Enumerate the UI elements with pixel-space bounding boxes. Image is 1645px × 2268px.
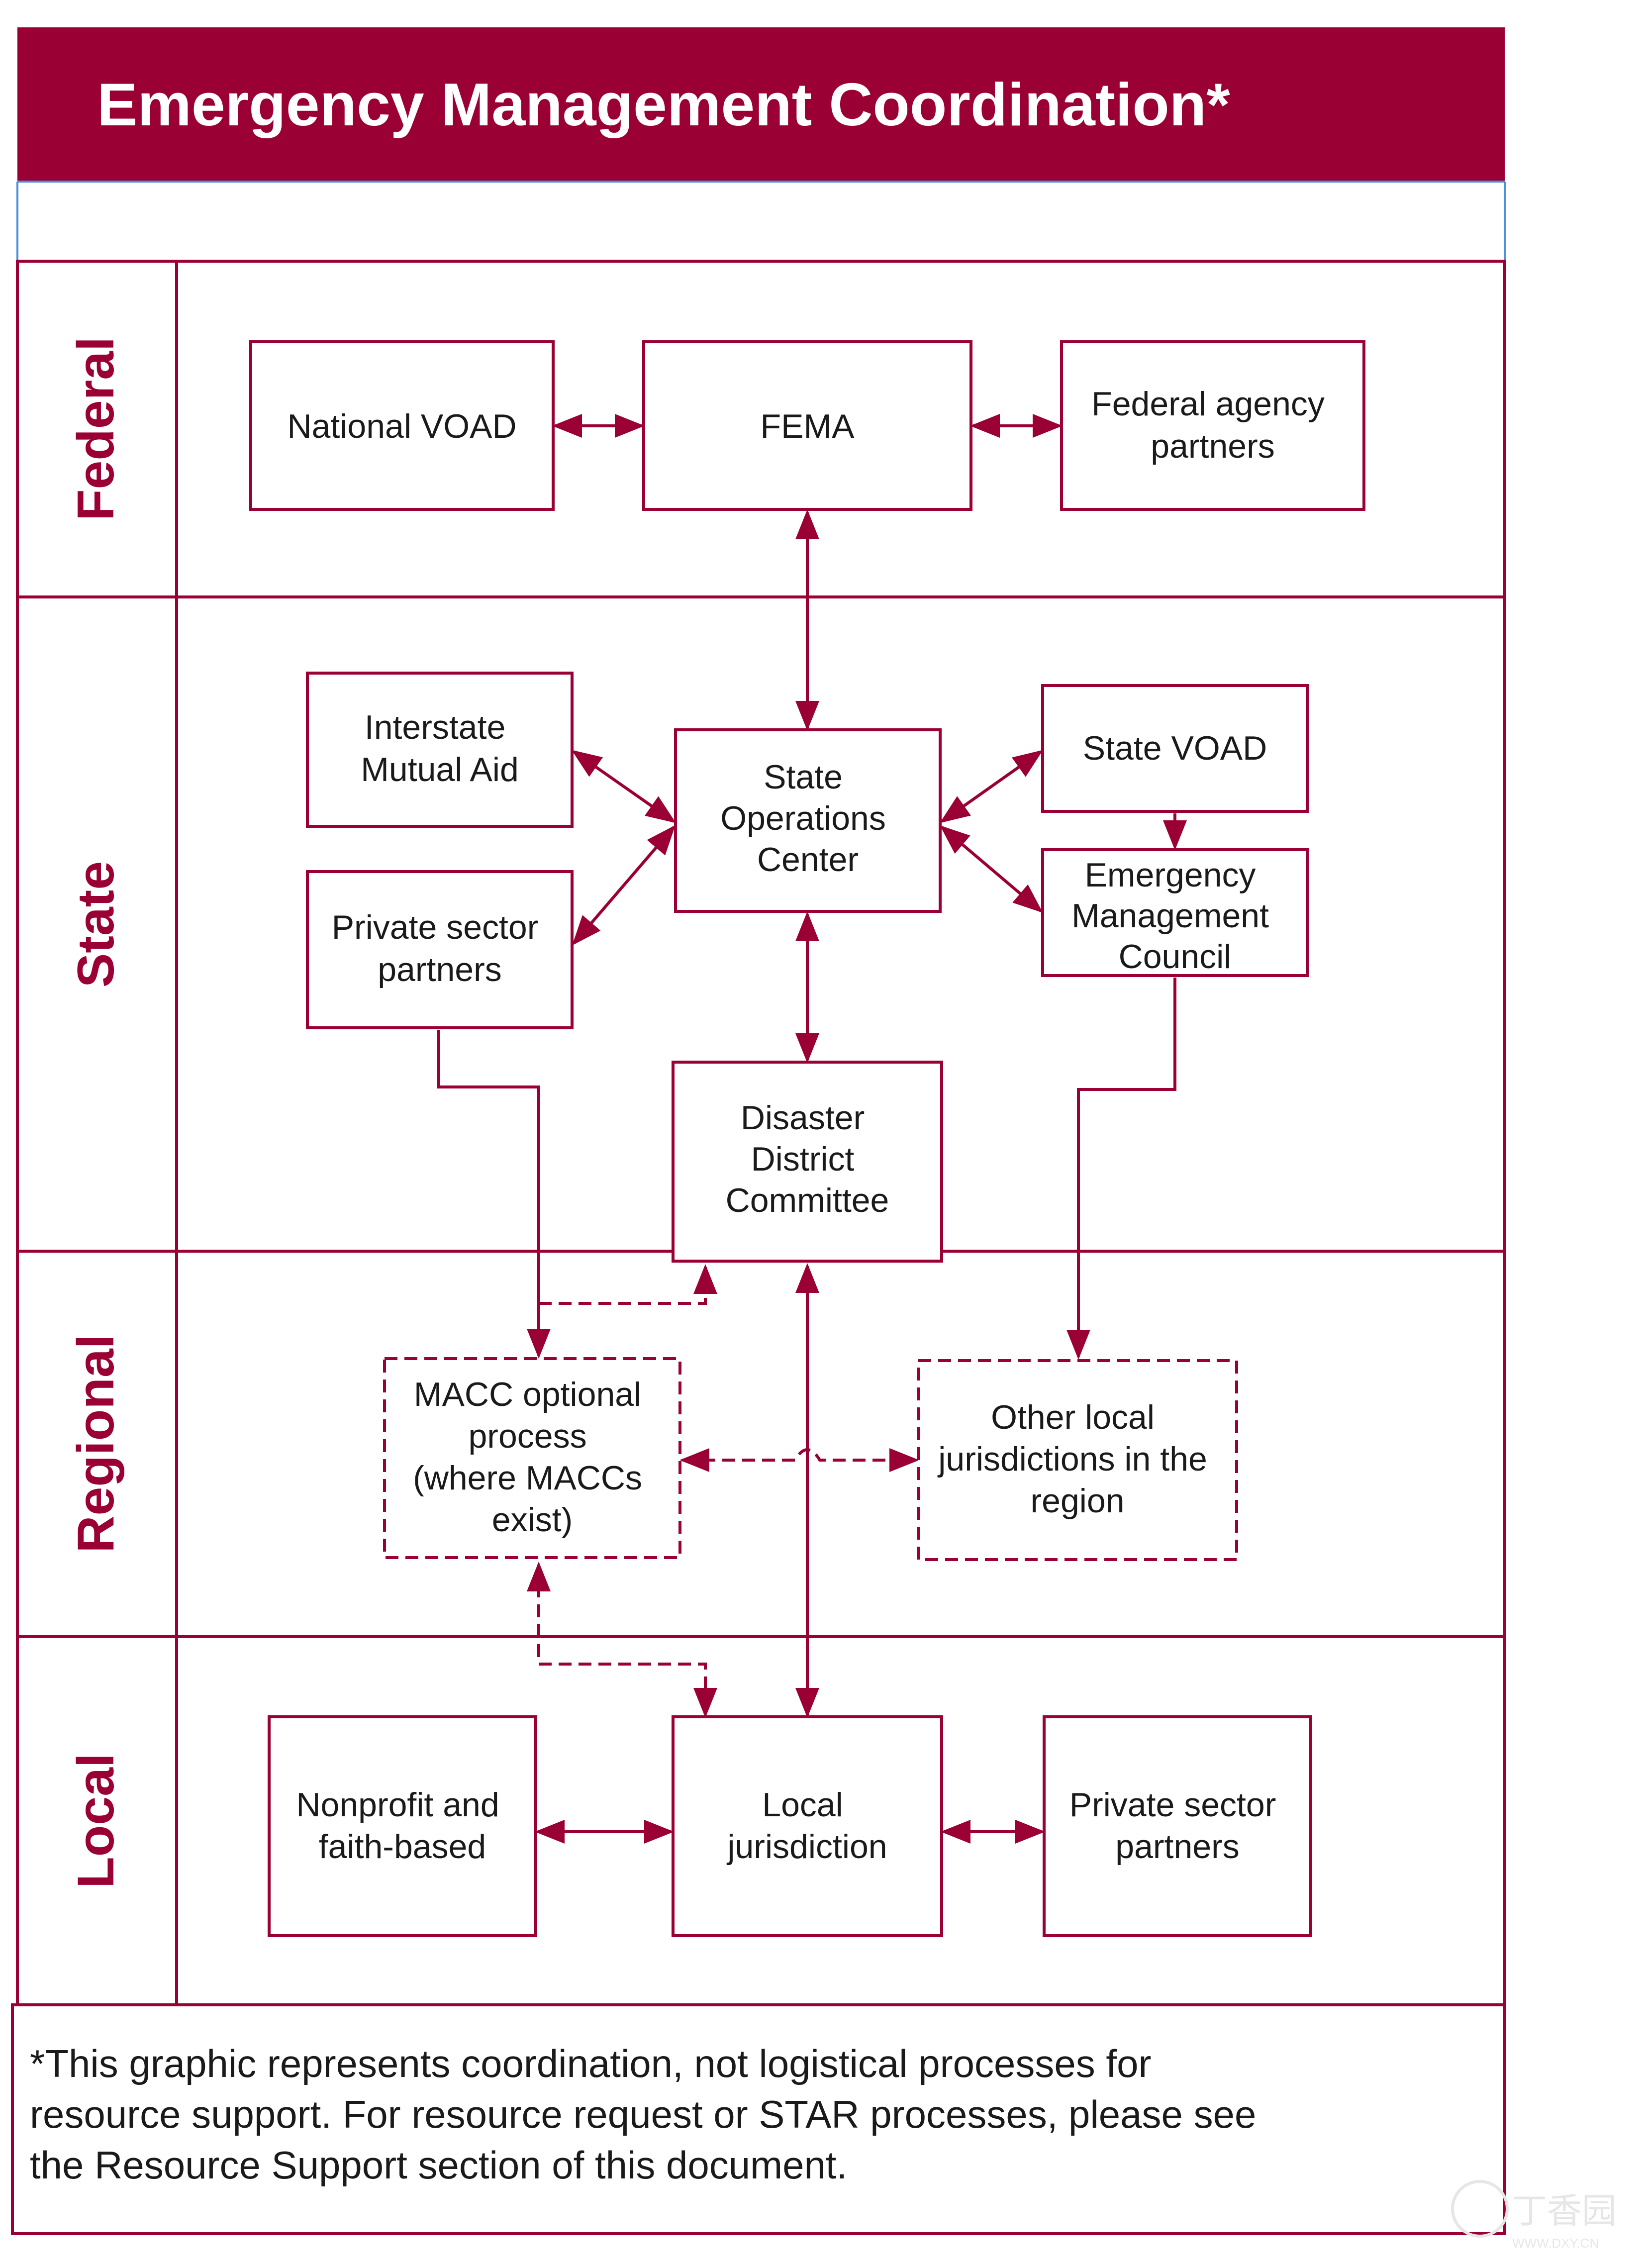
node-text-line: Nonprofit and bbox=[296, 1786, 499, 1824]
edge-private-state-macc bbox=[437, 1030, 551, 1359]
node-text-line: State VOAD bbox=[1083, 729, 1267, 767]
node-other-local-jurisdictions: Other local jurisdictions in the region bbox=[917, 1359, 1238, 1561]
node-federal-agency-partners: Federal agency partners bbox=[1060, 340, 1365, 511]
node-text-line: partners bbox=[1115, 1828, 1239, 1866]
node-text-line: partners bbox=[378, 951, 501, 988]
svg-text:MACC optional process: MACC optional process (where MACCs exist… bbox=[413, 1376, 652, 1539]
diagram-title: Emergency Management Coordination* bbox=[97, 71, 1230, 138]
svg-text:State VOAD: State VOAD bbox=[1083, 729, 1267, 767]
node-state-voad: State VOAD bbox=[1041, 684, 1309, 813]
node-text-line: Interstate bbox=[365, 708, 506, 746]
node-text-line: Operations bbox=[720, 799, 886, 837]
svg-text:Nonprofit and faith-ba: Nonprofit and faith-based bbox=[296, 1786, 508, 1866]
node-text-line: exist) bbox=[492, 1501, 573, 1539]
svg-text:Emergency Management: Emergency Management Council bbox=[1071, 856, 1278, 976]
node-private-sector-partners-state: Private sector partners bbox=[306, 870, 574, 1029]
footnote-box bbox=[11, 2003, 1506, 2235]
svg-text:National VOAD: National VOAD bbox=[287, 407, 516, 445]
edge-local-jurisdiction-macc bbox=[527, 1562, 717, 1718]
node-state-operations-center: State Operations Center bbox=[674, 728, 942, 913]
node-text-line: region bbox=[1030, 1482, 1124, 1520]
node-text-line: Private sector bbox=[332, 908, 539, 946]
node-disaster-district-committee: Disaster District Committee bbox=[672, 1061, 943, 1263]
node-interstate-mutual-aid: Interstate Mutual Aid bbox=[306, 672, 574, 828]
node-text-line: Other local bbox=[991, 1398, 1155, 1436]
footnote: *This graphic represents coordination, n… bbox=[30, 2042, 1267, 2187]
node-text-line: jurisdictions in the bbox=[937, 1440, 1207, 1478]
svg-text:Federal agency partner: Federal agency partners bbox=[1091, 385, 1334, 465]
svg-text:Interstate Mutual Aid: Interstate Mutual Aid bbox=[361, 708, 519, 789]
watermark-logo: 丁香园 WWW.DXY.CN bbox=[1451, 2180, 1617, 2251]
edge-macc-ddc bbox=[539, 1264, 717, 1305]
node-text-line: Management bbox=[1071, 897, 1269, 935]
node-text-line: Committee bbox=[726, 1182, 889, 1219]
svg-text:Disaster District: Disaster District Committee bbox=[726, 1099, 889, 1219]
svg-text:FEMA: FEMA bbox=[761, 407, 855, 445]
edge-macc-other-local bbox=[679, 1448, 919, 1472]
svg-text:State Operations: State Operations Center bbox=[720, 758, 895, 879]
edge-interstate-state-ops bbox=[572, 750, 676, 823]
node-text-line: State bbox=[764, 758, 843, 796]
footnote-line: the Resource Support section of this doc… bbox=[30, 2143, 847, 2187]
node-private-sector-partners-local: Private sector partners bbox=[1043, 1715, 1312, 1937]
node-text-line: (where MACCs bbox=[413, 1459, 642, 1497]
edge-state-ops-state-voad bbox=[940, 750, 1043, 823]
node-text-line: Council bbox=[1119, 938, 1232, 976]
node-text-line: District bbox=[751, 1140, 855, 1178]
svg-text:Private sector partner: Private sector partners bbox=[1069, 1786, 1286, 1866]
node-emergency-management-council: Emergency Management Council bbox=[1041, 848, 1309, 977]
watermark-subtext: WWW.DXY.CN bbox=[1512, 2236, 1599, 2251]
node-text-line: FEMA bbox=[761, 407, 855, 445]
node-text-line: faith-based bbox=[319, 1828, 486, 1866]
node-text-line: Center bbox=[757, 841, 859, 879]
svg-text:Local jurisdiction: Local jurisdiction bbox=[726, 1786, 887, 1866]
node-text-line: partners bbox=[1151, 427, 1274, 465]
lane-label-local: Local bbox=[67, 1753, 125, 1888]
node-text-line: Private sector bbox=[1069, 1786, 1276, 1824]
header-band bbox=[17, 27, 1505, 182]
node-text-line: Mutual Aid bbox=[361, 751, 519, 789]
node-nonprofit-faith-based: Nonprofit and faith-based bbox=[268, 1715, 537, 1937]
node-text-line: process bbox=[468, 1417, 586, 1455]
edge-private-state-state-ops bbox=[572, 825, 676, 946]
lane-label-federal: Federal bbox=[67, 337, 125, 521]
connectors bbox=[437, 414, 1187, 1844]
lane-label-state: State bbox=[67, 861, 125, 987]
svg-text:Other local jurisdicti: Other local jurisdictions in the region bbox=[937, 1398, 1216, 1520]
svg-text:Private sector partner: Private sector partners bbox=[332, 908, 548, 988]
nodes: National VOAD FEMA Federal agency partne… bbox=[249, 340, 1365, 1937]
node-text-line: MACC optional bbox=[414, 1376, 641, 1413]
node-text-line: Emergency bbox=[1085, 856, 1256, 894]
node-text-line: Disaster bbox=[741, 1099, 865, 1137]
node-text-line: jurisdiction bbox=[726, 1828, 887, 1866]
footnote-line: *This graphic represents coordination, n… bbox=[30, 2042, 1151, 2085]
node-text-line: National VOAD bbox=[287, 407, 516, 445]
edge-state-ops-emc bbox=[940, 825, 1043, 913]
node-macc-optional-process: MACC optional process (where MACCs exist… bbox=[383, 1357, 681, 1559]
footnote-line: resource support. For resource request o… bbox=[30, 2092, 1256, 2136]
node-text-line: Federal agency bbox=[1091, 385, 1325, 423]
lane-label-regional: Regional bbox=[67, 1334, 125, 1553]
edge-emc-other-local bbox=[1066, 978, 1176, 1360]
node-text-line: Local bbox=[762, 1786, 843, 1824]
node-fema: FEMA bbox=[642, 340, 972, 511]
node-national-voad: National VOAD bbox=[249, 340, 555, 511]
watermark-text: 丁香园 bbox=[1512, 2191, 1617, 2230]
node-local-jurisdiction: Local jurisdiction bbox=[672, 1715, 943, 1937]
